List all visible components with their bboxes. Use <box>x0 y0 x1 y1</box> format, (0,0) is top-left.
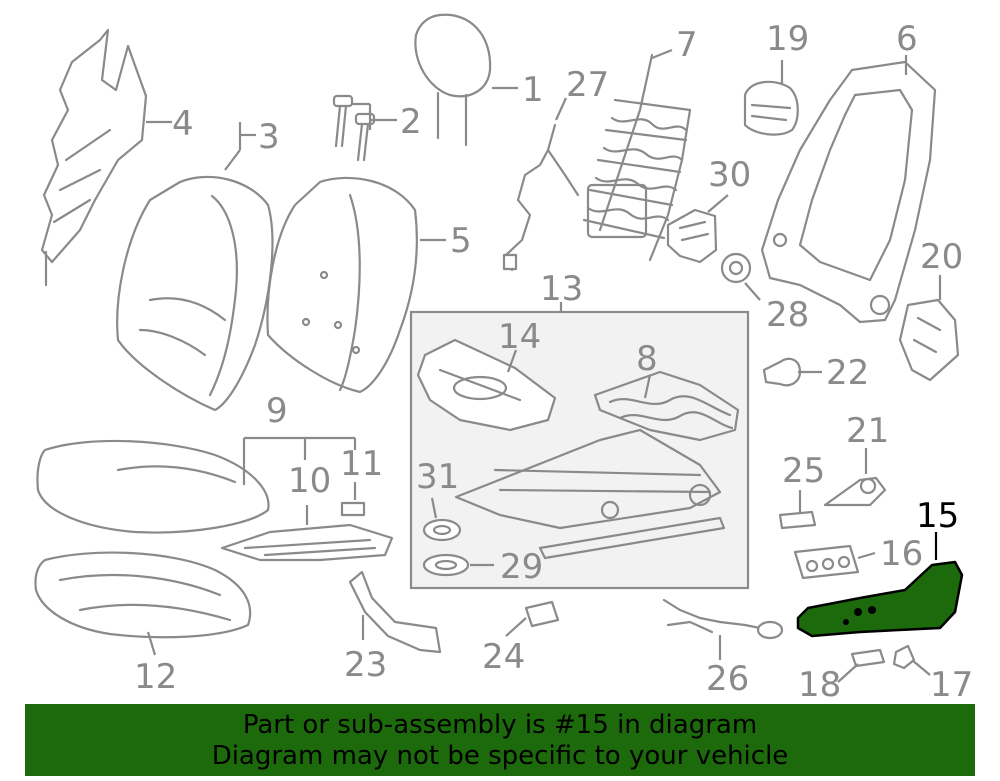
callout-17: 17 <box>930 665 973 705</box>
callout-14: 14 <box>498 317 541 357</box>
part-16-switch[interactable] <box>793 544 860 580</box>
callout-11: 11 <box>340 444 383 484</box>
part-25-clip[interactable] <box>778 510 817 530</box>
leader-lines <box>146 48 942 683</box>
banner-line-2: Diagram may not be specific to your vehi… <box>211 741 789 771</box>
part-seat-adjuster <box>454 428 726 560</box>
part-23-trim[interactable] <box>348 570 442 654</box>
part-15-seat-shield[interactable] <box>796 560 964 638</box>
part-31-knob[interactable] <box>422 518 462 542</box>
callout-10: 10 <box>288 461 331 501</box>
callout-19: 19 <box>766 19 809 59</box>
part-7-seatback-spring[interactable] <box>582 53 692 262</box>
part-27-wire-harness[interactable] <box>502 123 580 272</box>
callout-16: 16 <box>880 534 923 574</box>
callout-28: 28 <box>766 295 809 335</box>
part-8-cushion-spring[interactable] <box>593 370 740 442</box>
banner-line-1: Part or sub-assembly is #15 in diagram <box>242 710 758 740</box>
part-21-knob[interactable] <box>823 476 887 507</box>
callout-21: 21 <box>846 411 889 451</box>
part-9-cushion-cover[interactable] <box>36 439 270 534</box>
part-29-knob[interactable] <box>422 553 470 577</box>
callout-13: 13 <box>540 269 583 309</box>
part-26-harness[interactable] <box>662 598 784 640</box>
callout-27: 27 <box>566 65 609 105</box>
part-1-headrest[interactable] <box>414 13 492 147</box>
callout-18: 18 <box>798 665 841 705</box>
callout-5: 5 <box>450 221 472 261</box>
info-banner: Part or sub-assembly is #15 in diagram D… <box>25 704 975 776</box>
part-5-seatback-pad[interactable] <box>266 176 418 394</box>
callout-15: 15 <box>916 496 959 536</box>
callout-7: 7 <box>676 25 698 65</box>
callout-25: 25 <box>782 451 825 491</box>
callout-1: 1 <box>522 70 544 110</box>
callout-12: 12 <box>134 657 177 697</box>
part-2-headrest-guides[interactable] <box>332 94 376 162</box>
part-22-clip[interactable] <box>762 357 802 387</box>
callout-31: 31 <box>416 457 459 497</box>
part-4-seatback-heater[interactable] <box>40 28 148 287</box>
callout-26: 26 <box>706 659 749 699</box>
callout-23: 23 <box>344 645 387 685</box>
callout-20: 20 <box>920 237 963 277</box>
callout-6: 6 <box>896 19 918 59</box>
callout-8: 8 <box>636 339 658 379</box>
callout-labels: 1 2 3 4 5 6 7 8 9 10 11 12 13 14 15 16 1… <box>134 19 973 705</box>
callout-24: 24 <box>482 637 525 677</box>
part-12-cushion-pad[interactable] <box>34 551 252 639</box>
callout-2: 2 <box>400 102 422 142</box>
part-30-bracket[interactable] <box>666 208 718 264</box>
part-28-actuator[interactable] <box>720 252 752 284</box>
part-6-seatback-frame[interactable] <box>760 60 937 324</box>
callout-30: 30 <box>708 155 751 195</box>
callout-3: 3 <box>258 117 280 157</box>
part-18-cover[interactable] <box>850 648 886 668</box>
part-3-seatback-cover[interactable] <box>116 175 274 412</box>
part-11-connector[interactable] <box>340 501 366 517</box>
part-24-clip[interactable] <box>524 600 560 628</box>
callout-29: 29 <box>500 547 543 587</box>
callout-4: 4 <box>172 104 194 144</box>
part-14-cushion-pan[interactable] <box>416 338 557 432</box>
part-10-heater-mat[interactable] <box>220 523 394 562</box>
part-17-cap[interactable] <box>892 644 916 670</box>
callout-22: 22 <box>826 353 869 393</box>
callout-9: 9 <box>266 391 288 431</box>
part-19-motor[interactable] <box>743 80 799 136</box>
part-20-cover[interactable] <box>898 298 960 382</box>
